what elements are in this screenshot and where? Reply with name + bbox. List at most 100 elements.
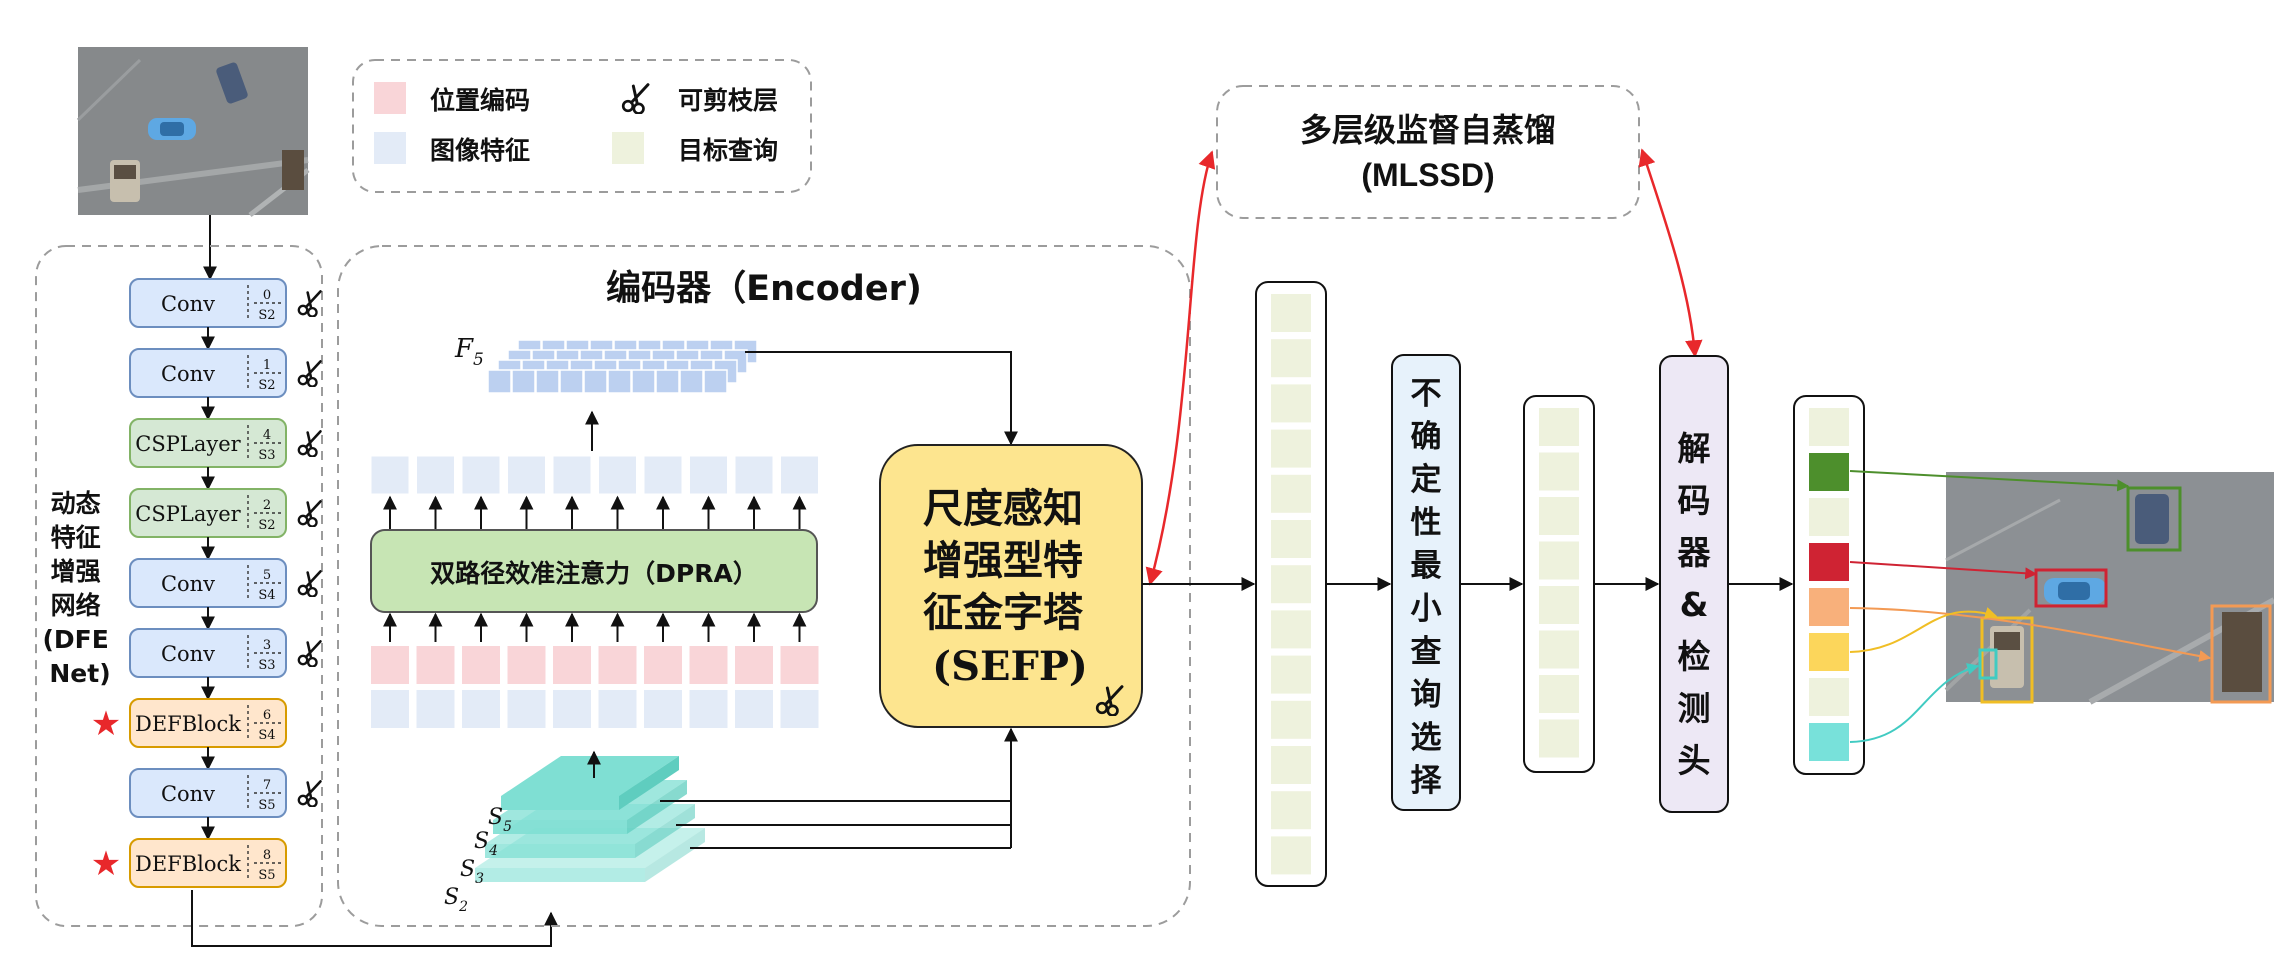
pos-encoding-token [507, 646, 546, 684]
legend-pos-swatch [374, 82, 406, 114]
block-stride: S5 [258, 798, 275, 813]
output-token [689, 455, 728, 495]
output-token [552, 455, 592, 495]
block-stride: S2 [258, 308, 275, 323]
memory-token [1271, 339, 1311, 378]
f5-cell [583, 369, 608, 394]
backbone-to-pyramid-connector [191, 890, 558, 947]
yellow-pred-arrow [1849, 607, 1998, 653]
query-token [1539, 675, 1579, 713]
pos-encoding-token [553, 646, 591, 684]
query-token [1539, 630, 1579, 669]
backbone-block-label: DEFBlock [135, 712, 241, 736]
backbone-block-label: CSPLayer [135, 432, 241, 456]
memory-token [1271, 384, 1311, 423]
orange-pred-arrow [1849, 607, 2212, 662]
pos-encoding-token [644, 646, 682, 684]
image-feature-token [780, 690, 819, 728]
scissors-icon [297, 360, 322, 387]
scale-label-s5: S5 [488, 805, 512, 835]
query-selection-char: 选 [1411, 720, 1442, 756]
block-stride: S2 [258, 518, 275, 533]
memory-token [1271, 746, 1311, 784]
selected-query-column [1523, 395, 1595, 773]
pos-encoding-token [598, 646, 637, 684]
dpra-input-tokens [371, 646, 819, 728]
query-token [1539, 719, 1579, 758]
legend-query-swatch [612, 132, 644, 164]
detection-box-green [2126, 486, 2182, 552]
memory-token [1271, 700, 1311, 739]
query-token [1539, 586, 1579, 624]
memory-token [1271, 565, 1311, 604]
legend-prunable-label: 可剪枝层 [678, 86, 778, 115]
dpra-input-arrows [383, 612, 807, 642]
dpra-output-arrows [383, 495, 807, 530]
output-token [598, 455, 637, 495]
query-token [1539, 452, 1579, 491]
sefp-block [879, 444, 1143, 728]
backbone-block-label: Conv [161, 782, 215, 806]
f5-label: F5 [454, 334, 484, 370]
block-stride: S3 [258, 448, 275, 463]
query-selection-char: 最 [1411, 548, 1442, 584]
backbone-block-7: Conv 7S5 [129, 768, 322, 818]
scissors-icon [297, 290, 322, 317]
memory-token [1271, 294, 1311, 332]
query-token [1539, 497, 1579, 535]
encoder-title: 编码器（Encoder) [606, 269, 922, 309]
legend: 位置编码 图像特征 可剪枝层 目标查询 [352, 59, 812, 193]
image-feature-token [507, 690, 546, 728]
star-icon: ★ [91, 844, 121, 884]
query-selection-char: 小 [1411, 591, 1442, 627]
decoder-char: 码 [1678, 481, 1711, 520]
pos-encoding-token [735, 646, 773, 684]
prediction-token [1809, 498, 1849, 536]
image-feature-token [416, 690, 455, 728]
mlssd-abbrev: (MLSSD) [1361, 157, 1494, 193]
mlssd-sefp-arrow [1145, 150, 1216, 586]
f5-cell [607, 369, 632, 394]
legend-img-label: 图像特征 [430, 136, 530, 165]
detection-box-red [2034, 568, 2108, 608]
backbone-block-label: Conv [161, 362, 215, 386]
legend-query-label: 目标查询 [678, 136, 778, 165]
pyramid-layer-3 [501, 756, 679, 810]
block-index: 8 [263, 848, 271, 863]
encoder-memory-column [1255, 281, 1327, 887]
dpra-label: 双路径效准注意力（DPRA） [430, 559, 758, 588]
output-token [370, 455, 410, 495]
memory-token [1271, 791, 1311, 830]
decoder-char: 检 [1678, 637, 1711, 676]
legend-scissors-icon [621, 83, 650, 114]
query-token [1539, 541, 1579, 580]
decoder-char: 解 [1678, 429, 1711, 468]
block-index: 7 [263, 778, 271, 793]
query-selection-char: 确 [1411, 419, 1442, 455]
f5-cell [679, 369, 704, 394]
scissors-icon [297, 430, 322, 457]
prediction-token [1809, 408, 1849, 446]
scissors-icon [297, 640, 322, 667]
decoder-char: 测 [1678, 689, 1711, 728]
multiscale-feature-pyramid [475, 756, 705, 882]
mlssd-title: 多层级监督自蒸馏 [1300, 111, 1556, 149]
pos-encoding-token [462, 646, 500, 684]
query-selection-char: 性 [1411, 505, 1442, 541]
memory-token [1271, 429, 1311, 468]
f5-cell [535, 369, 560, 394]
block-stride: S4 [258, 588, 275, 603]
query-selection-char: 不 [1411, 376, 1442, 412]
block-stride: S3 [258, 658, 275, 673]
block-index: 2 [263, 498, 271, 513]
decoder-char: 器 [1678, 533, 1712, 572]
detection-box-yellow [1980, 616, 2034, 704]
detection-box-orange [2210, 604, 2272, 704]
block-stride: S4 [258, 728, 275, 743]
block-index: 5 [263, 568, 271, 583]
